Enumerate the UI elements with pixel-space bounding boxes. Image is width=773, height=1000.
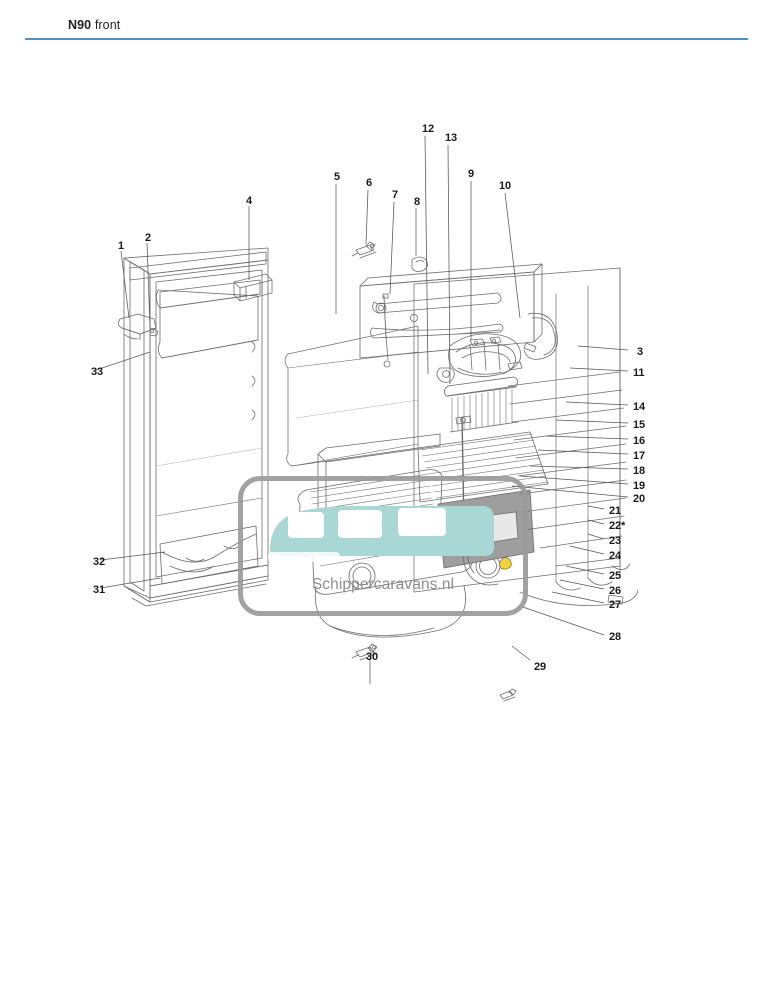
model-name: N90 <box>68 18 92 32</box>
callout-1: 1 <box>118 240 125 252</box>
callout-17: 17 <box>633 450 646 462</box>
callout-21: 21 <box>609 505 622 517</box>
callout-9: 9 <box>468 168 475 180</box>
callout-14: 14 <box>633 401 646 413</box>
header-divider <box>25 38 748 41</box>
view-name: front <box>94 18 121 32</box>
callout-31: 31 <box>93 584 106 596</box>
callout-13: 13 <box>445 132 458 144</box>
callout-4: 4 <box>246 195 253 207</box>
callout-24: 24 <box>609 550 622 562</box>
callout-20: 20 <box>633 493 646 505</box>
callout-12: 12 <box>422 123 435 135</box>
callout-29: 29 <box>534 661 547 673</box>
callout-23: 23 <box>609 535 622 547</box>
callout-3: 3 <box>637 346 644 358</box>
callout-10: 10 <box>499 180 512 192</box>
callout-5: 5 <box>334 171 341 183</box>
callout-30: 30 <box>366 651 379 663</box>
callout-16: 16 <box>633 435 646 447</box>
callout-7: 7 <box>392 189 399 201</box>
callout-22: 22* <box>609 520 626 532</box>
page-title: N90 front <box>68 18 120 32</box>
callout-33: 33 <box>91 366 104 378</box>
callout-28: 28 <box>609 631 622 643</box>
callout-2: 2 <box>145 232 152 244</box>
page-header: N90 front <box>0 0 773 46</box>
diagram-illustration <box>95 135 639 702</box>
callout-6: 6 <box>366 177 373 189</box>
callout-19: 19 <box>633 480 646 492</box>
callout-27: 27 <box>609 599 622 611</box>
callout-8: 8 <box>414 196 421 208</box>
callout-15: 15 <box>633 419 646 431</box>
callout-18: 18 <box>633 465 646 477</box>
callout-11: 11 <box>633 367 645 379</box>
callout-25: 25 <box>609 570 622 582</box>
callout-26: 26 <box>609 585 622 597</box>
callout-32: 32 <box>93 556 106 568</box>
